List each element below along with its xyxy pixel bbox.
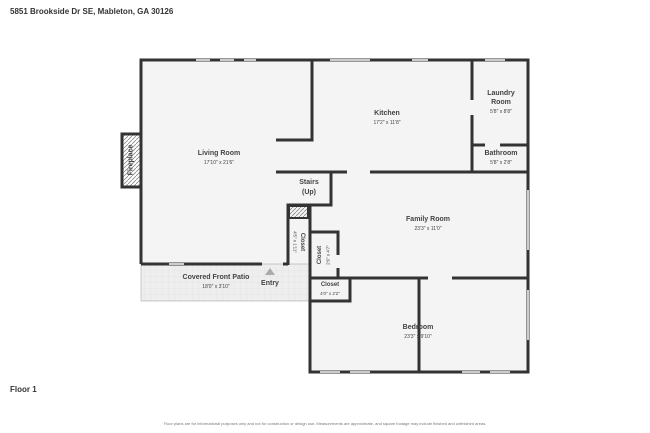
- closet-wall: [308, 205, 340, 278]
- address-title: 5851 Brookside Dr SE, Mableton, GA 30126: [10, 7, 174, 16]
- living-room-name: Living Room: [197, 150, 241, 157]
- patio-name: Covered Front Patio: [182, 274, 250, 281]
- patio-dims: 18'0" x 3'10": [202, 284, 230, 290]
- living-room-dims: 17'10" x 21'6": [203, 160, 235, 166]
- kitchen-name: Kitchen: [374, 110, 400, 117]
- family-room-dims: 23'3" x 11'0": [414, 226, 442, 232]
- stairs-label: Stairs (Up): [299, 179, 319, 196]
- laundry-wall: [470, 60, 528, 172]
- fireplace-label: Fireplace: [127, 144, 135, 176]
- closet-1-name: Closet: [299, 232, 305, 252]
- disclaimer: Floor plans are for informational purpos…: [163, 421, 487, 426]
- window: [169, 59, 529, 373]
- bedroom-name: Bedroom: [402, 324, 434, 331]
- patio-area: [140, 263, 311, 302]
- bathroom-name: Bathroom: [484, 150, 518, 157]
- floor-label: Floor 1: [10, 385, 37, 394]
- entry-label: Entry: [261, 280, 279, 287]
- bathroom-dims: 5'8" x 2'8": [490, 160, 512, 166]
- closet-hatch: [288, 205, 309, 219]
- laundry-name: Laundry Room: [487, 90, 515, 106]
- bedroom-wall: [310, 278, 421, 372]
- closet-3-dims: 4'0" x 2'2": [320, 291, 340, 296]
- closet-2-dims: 2'6" x 4'7": [325, 245, 331, 265]
- kitchen-wall: [276, 60, 314, 142]
- family-room-name: Family Room: [406, 216, 450, 223]
- closet-1-dims: 4'5" x 1'11": [292, 231, 298, 253]
- windows: [169, 59, 529, 373]
- closet-3-name: Closet: [320, 282, 340, 288]
- closet-2-name: Closet: [317, 245, 323, 265]
- entry-arrow-icon: [265, 268, 275, 275]
- laundry-dims: 5'8" x 8'8": [490, 109, 512, 115]
- kitchen-dims: 17'2" x 11'8": [373, 120, 401, 126]
- bedroom-dims: 23'3" x 9'10": [404, 334, 432, 340]
